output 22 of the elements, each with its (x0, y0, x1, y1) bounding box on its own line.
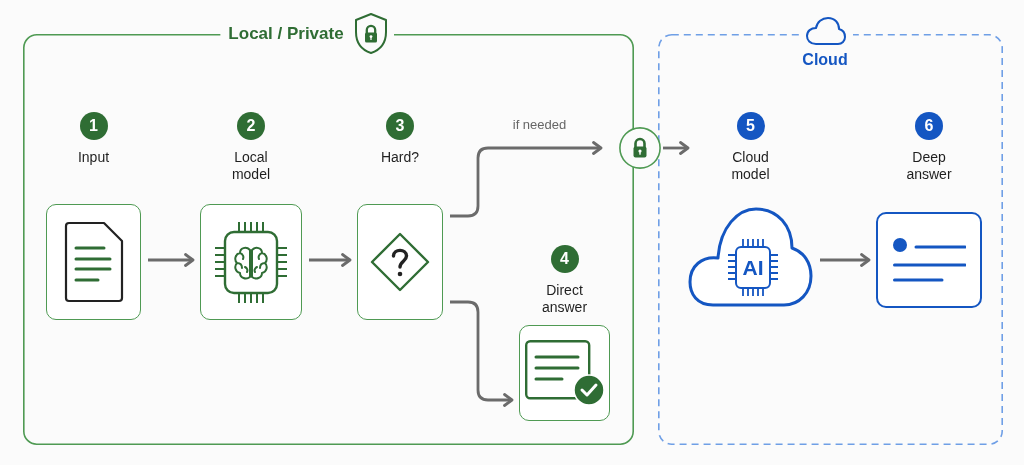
arrow (450, 141, 603, 218)
step-number: 5 (736, 112, 765, 140)
padlock-circle-icon (619, 127, 661, 169)
step-label: Deep answer (905, 149, 953, 183)
arrow (148, 253, 195, 267)
step-label: Local model (230, 149, 272, 183)
step-label: Hard? (379, 149, 421, 166)
arrow (450, 300, 514, 407)
step-number: 1 (79, 112, 108, 140)
step-number: 4 (550, 245, 579, 273)
step-label: Cloud model (730, 149, 771, 183)
step-label: Direct answer (540, 282, 589, 316)
region-title: Cloud (802, 50, 848, 70)
step-number: 3 (386, 112, 414, 140)
chip-text: AI (742, 256, 764, 278)
arrow (820, 253, 871, 267)
step-number: 2 (237, 112, 265, 140)
arrow (309, 253, 352, 267)
step-number: 6 (915, 112, 943, 140)
arrow (663, 141, 690, 155)
step-label: Input (76, 149, 111, 166)
edge-label: if needed (512, 117, 567, 133)
